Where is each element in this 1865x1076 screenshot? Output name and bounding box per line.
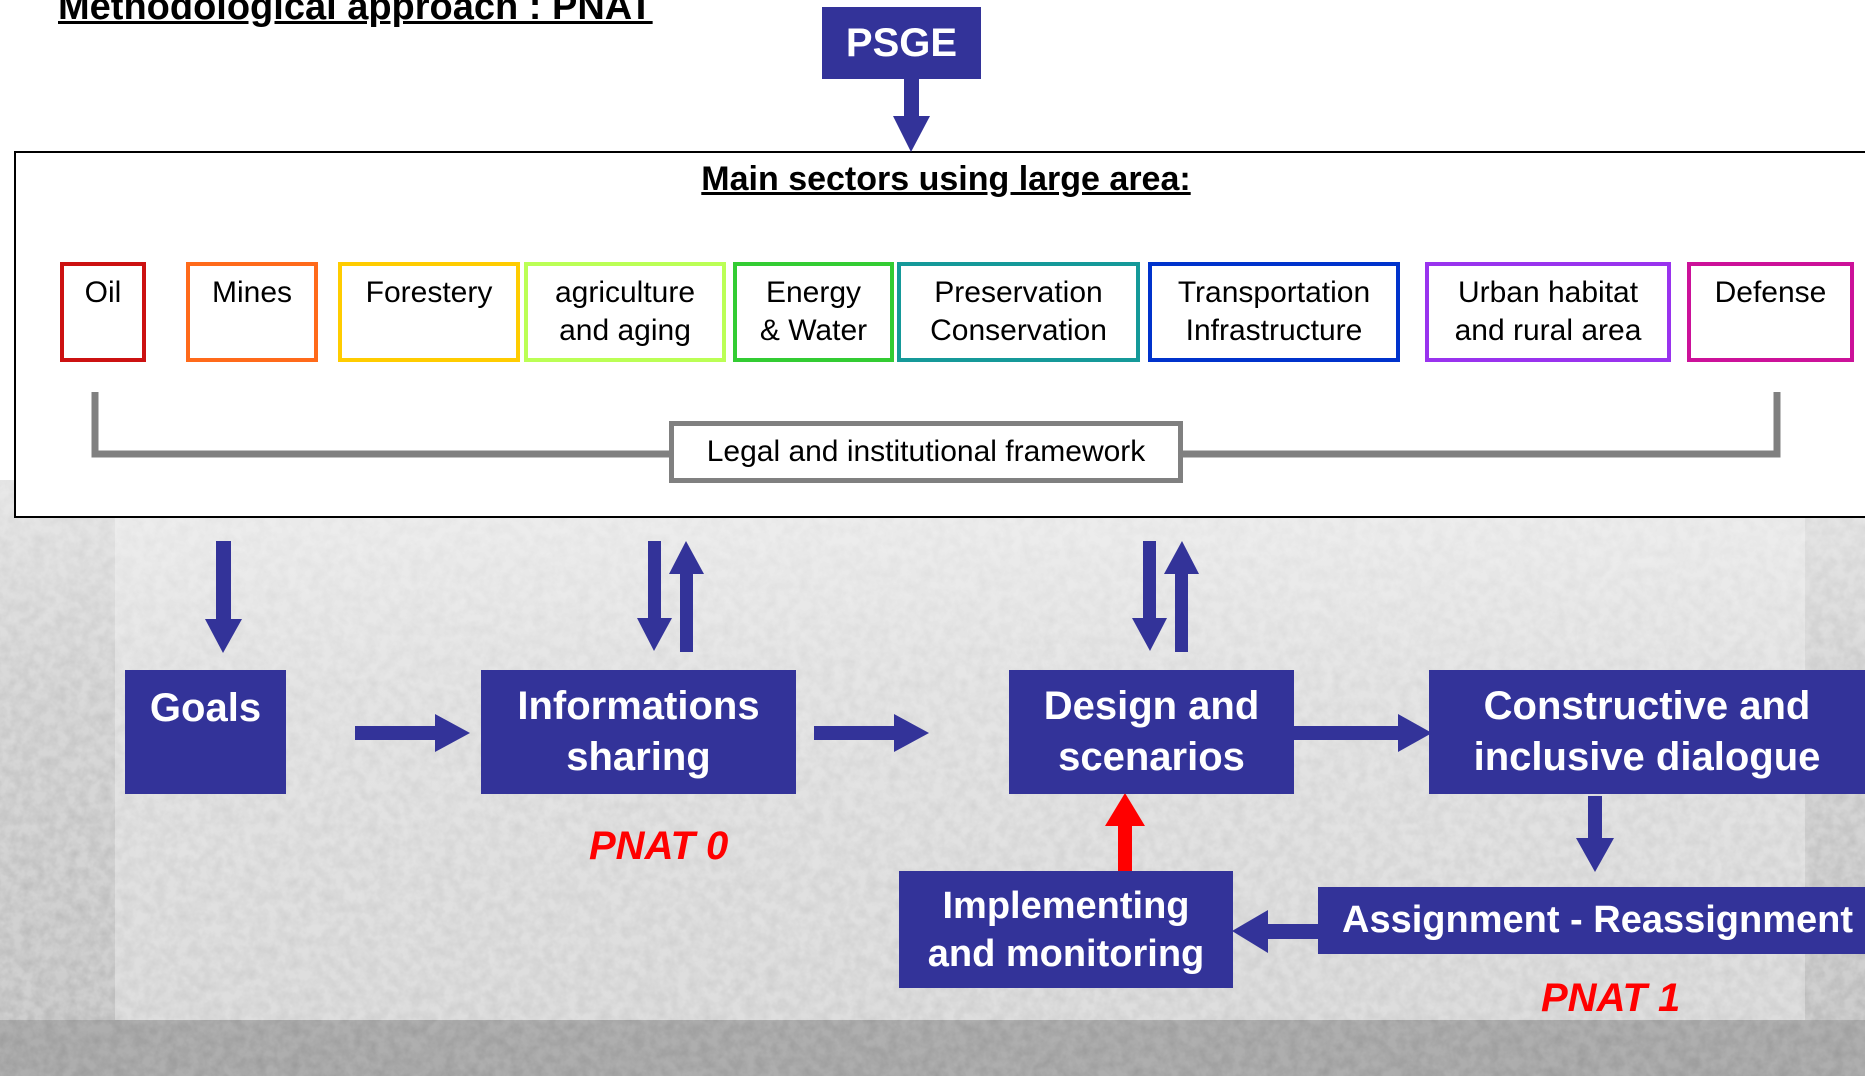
dialogue-box: Constructive and inclusive dialogue <box>1429 670 1865 794</box>
information-sharing-box: Informations sharing <box>481 670 796 794</box>
implementing-monitoring-box: Implementing and monitoring <box>899 871 1233 988</box>
sectors-heading: Main sectors using large area: <box>701 160 1191 198</box>
sector-agriculture: agriculture and aging <box>524 262 726 362</box>
psge-box: PSGE <box>822 7 981 79</box>
design-scenarios-box: Design and scenarios <box>1009 670 1294 794</box>
sector-mines: Mines <box>186 262 318 362</box>
pnat-0-label: PNAT 0 <box>589 824 729 868</box>
assignment-box: Assignment - Reassignment <box>1318 887 1865 954</box>
sector-oil: Oil <box>60 262 146 362</box>
psge-down-arrow <box>893 78 930 152</box>
framework-label: Legal and institutional framework <box>669 421 1183 483</box>
page-title: Methodological approach : PNAT <box>58 0 653 28</box>
sector-urban-rural: Urban habitat and rural area <box>1425 262 1671 362</box>
sector-forestery: Forestery <box>338 262 520 362</box>
sector-transportation-infrastructure: Transportation Infrastructure <box>1148 262 1400 362</box>
sector-preservation-conservation: Preservation Conservation <box>897 262 1140 362</box>
goals-box: Goals <box>125 670 286 794</box>
sector-defense: Defense <box>1687 262 1854 362</box>
sector-energy-water: Energy & Water <box>733 262 894 362</box>
pnat-1-label: PNAT 1 <box>1541 976 1681 1020</box>
